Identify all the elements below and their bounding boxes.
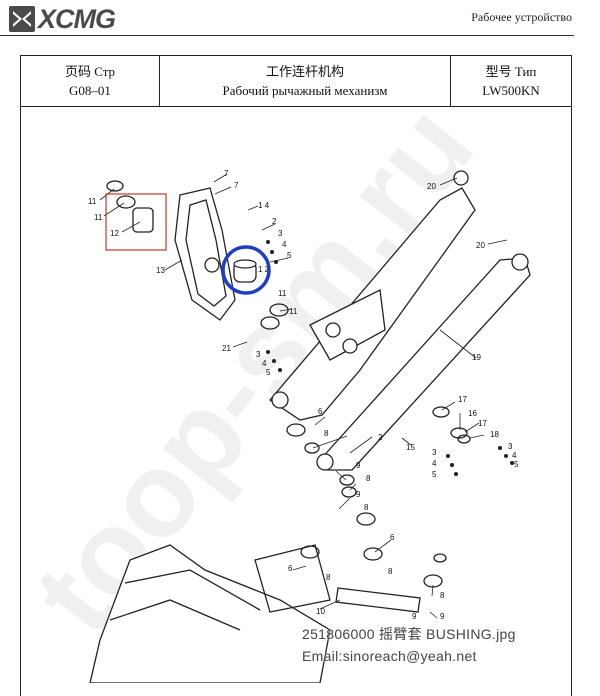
callout-9a: 9 (356, 461, 361, 470)
callout-20b: 20 (476, 241, 485, 250)
callout-10: 10 (316, 607, 325, 616)
highlight-box (105, 193, 167, 251)
callout-5b: 5 (266, 368, 271, 377)
callout-2a: 2 (272, 217, 277, 226)
callout-9b: 9 (356, 490, 361, 499)
callout-9d: 9 (440, 612, 445, 621)
callout-12a: 12 (110, 229, 119, 238)
callout-14: 1 4 (258, 201, 270, 210)
page-cell: 页码 Стр G08–01 (21, 56, 160, 106)
brand-name: XCMG (38, 3, 116, 34)
callout-6b: 6 (390, 533, 395, 542)
callout-17b: 17 (478, 419, 487, 428)
callout-3d: 3 (432, 448, 437, 457)
callout-17a: 17 (458, 395, 467, 404)
page-value: G08–01 (69, 83, 111, 98)
brand-logo: XCMG (8, 3, 116, 34)
callout-6a: 6 (318, 407, 323, 416)
callout-13: 13 (156, 266, 165, 275)
callout-9c: 9 (412, 612, 417, 621)
xcmg-logo-icon (9, 6, 35, 32)
model-label: 型号 Тип (485, 64, 537, 79)
callout-5c: 5 (514, 460, 519, 469)
diagram-frame (20, 106, 572, 696)
callout-19: 19 (472, 353, 481, 362)
callout-11c: 11 (278, 289, 287, 298)
name-cell: 工作连杆机构 Рабочий рычажный механизм (160, 56, 451, 106)
model-cell: 型号 Тип LW500KN (451, 56, 571, 106)
callout-12b: 1 2 (258, 265, 270, 274)
assembly-name-ru: Рабочий рычажный механизм (222, 83, 388, 98)
callout-3b: 3 (256, 350, 261, 359)
callout-5d: 5 (432, 470, 437, 479)
rocker-arm (174, 187, 236, 321)
callout-4c: 4 (512, 451, 517, 460)
callout-8c: 8 (364, 503, 369, 512)
callout-3c: 3 (508, 442, 513, 451)
callout-4d: 4 (432, 459, 437, 468)
callout-7b: 7 (234, 181, 239, 190)
section-title: Рабочее устройство (471, 10, 572, 24)
callout-8e: 8 (388, 567, 393, 576)
callout-4a: 4 (282, 240, 287, 249)
info-table: 页码 Стр G08–01 工作连杆机构 Рабочий рычажный ме… (20, 55, 572, 107)
model-value: LW500KN (482, 83, 540, 98)
callout-21: 21 (222, 344, 231, 353)
connecting-link (335, 587, 421, 613)
callout-11a: 11 (88, 197, 97, 206)
callout-18: 18 (490, 430, 499, 439)
callout-6c: 6 (288, 564, 293, 573)
callout-8d: 8 (326, 573, 331, 582)
image-caption: 251806000 摇臂套 BUSHING.jpg (302, 626, 516, 642)
callout-4b: 4 (262, 359, 267, 368)
callout-8b: 8 (366, 474, 371, 483)
callout-2b: 2 (378, 433, 383, 442)
bucket (89, 544, 331, 683)
contact-email[interactable]: Email:sinoreach@yeah.net (302, 648, 477, 664)
callout-11b: 11 (94, 213, 103, 222)
callout-15: 15 (406, 443, 415, 452)
exploded-parts-diagram: 11 11 12 13 7 7 1 4 2 3 4 5 1 2 11 11 21… (88, 169, 531, 683)
highlight-circle (221, 245, 271, 295)
header-divider (0, 35, 574, 36)
callout-8f: 8 (440, 591, 445, 600)
callout-8a: 8 (324, 429, 329, 438)
callout-11d: 11 (289, 307, 298, 316)
callout-20a: 20 (427, 182, 436, 191)
page-label: 页码 Стр (64, 64, 116, 79)
callout-16: 16 (468, 409, 477, 418)
callout-3a: 3 (278, 229, 283, 238)
callout-7a: 7 (224, 169, 229, 178)
callout-5a: 5 (287, 251, 292, 260)
assembly-name-cn: 工作连杆机构 (265, 64, 344, 79)
